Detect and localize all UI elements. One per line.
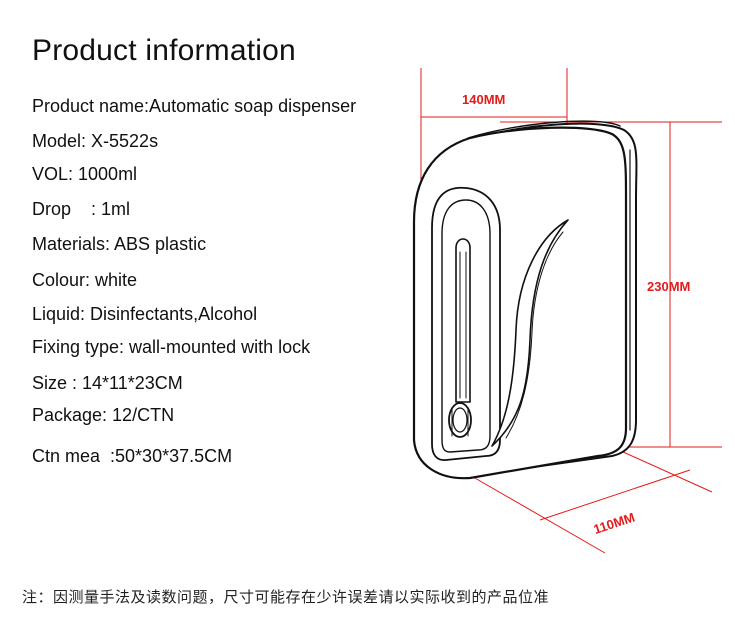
width-dimension-label: 140MM [462,92,505,107]
spec-carton: Ctn mea :50*30*37.5CM [32,446,233,466]
spec-liquid: Liquid: Disinfectants,Alcohol [32,304,258,324]
spec-model: Model: X-5522s [32,131,159,151]
page-title: Product information [32,34,296,67]
height-dimension-label: 230MM [647,279,690,294]
soap-dispenser-illustration [412,120,638,480]
spec-colour: Colour: white [32,270,138,290]
spec-size: Size : 14*11*23CM [32,373,183,393]
depth-dimension-label: 110MM [591,510,636,537]
spec-volume: VOL: 1000ml [32,164,138,184]
spec-package: Package: 12/CTN [32,405,175,425]
spec-fixing-type: Fixing type: wall-mounted with lock [32,337,311,357]
spec-drop: Drop : 1ml [32,199,131,219]
spec-product-name: Product name:Automatic soap dispenser [32,96,357,116]
measurement-note: 注：因测量手法及读数问题，尺寸可能存在少许误差请以实际收到的产品位准 [22,588,550,606]
spec-materials: Materials: ABS plastic [32,234,207,254]
